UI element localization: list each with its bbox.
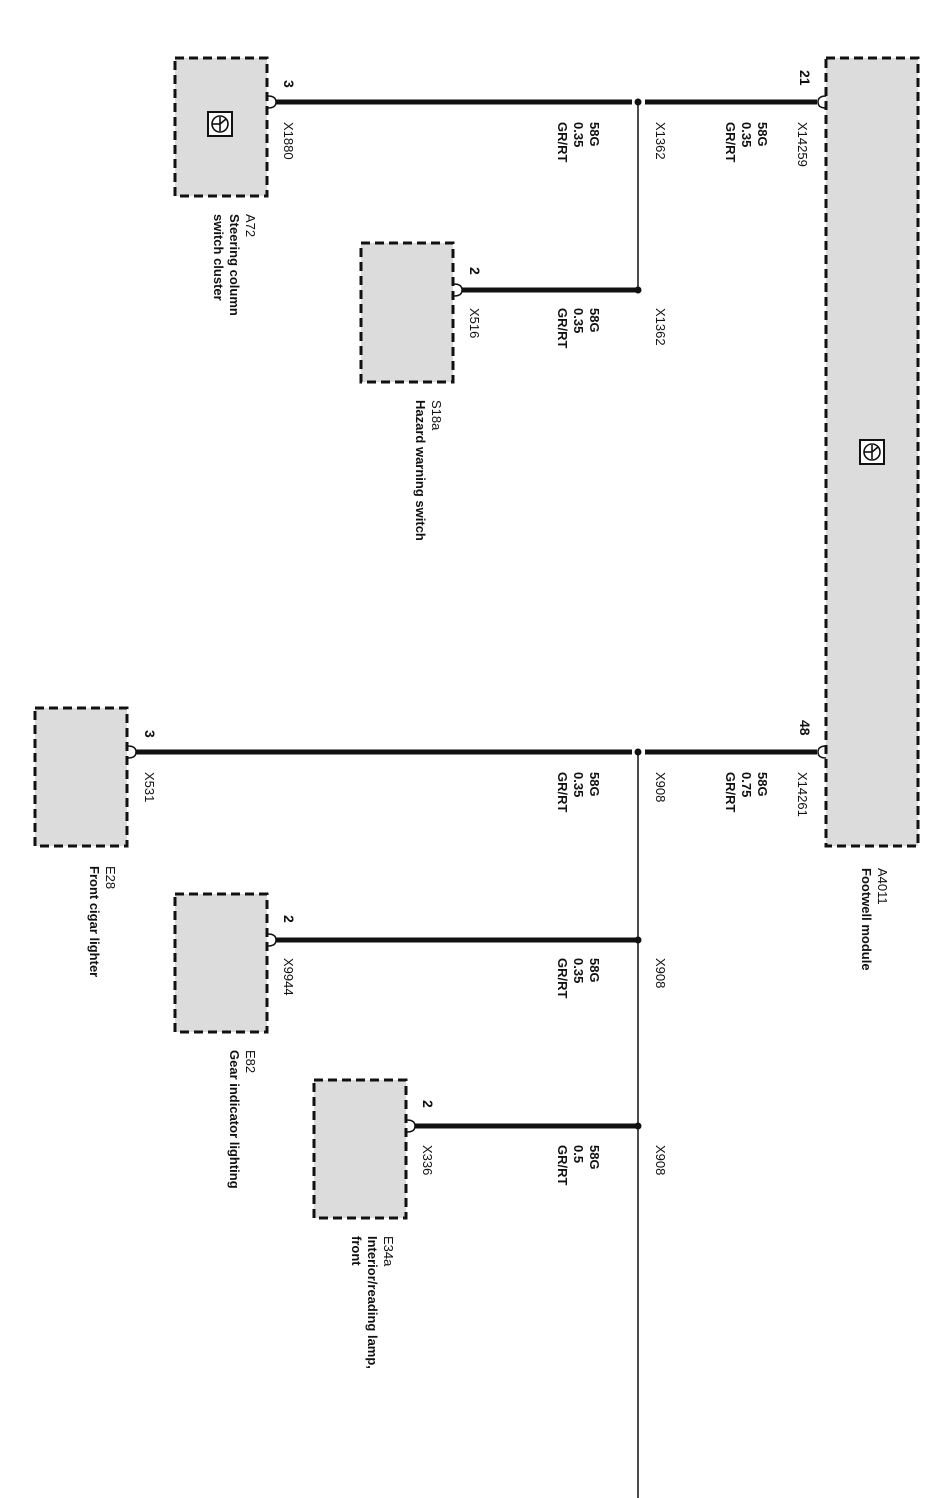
- pin-number: 2: [281, 915, 297, 923]
- wire-gauge-label: 0.35: [571, 308, 586, 333]
- wire-gauge-label: 0.35: [571, 772, 586, 797]
- wire-color-label: GR/RT: [723, 122, 738, 163]
- hazard-warning-switch-box[interactable]: [359, 241, 455, 384]
- connector-label: X1880: [281, 122, 296, 160]
- splice-point-x908-mid: [634, 936, 642, 944]
- connector-pin-hook: [817, 745, 827, 759]
- component-name: Hazard warning switch: [413, 400, 428, 541]
- wire-color-label: GR/RT: [555, 1145, 570, 1186]
- electronic-control-unit-icon: [207, 111, 233, 137]
- connector-pin-hook: [406, 1119, 416, 1133]
- wire-gauge-label: 0.35: [739, 122, 754, 147]
- wire-signal-label: 58G: [587, 772, 602, 797]
- wire-signal-label: 58G: [587, 1145, 602, 1170]
- connector-label: X336: [420, 1145, 435, 1175]
- splice-label: X908: [653, 772, 668, 802]
- connector-label: X14259: [795, 122, 810, 167]
- wire-color-label: GR/RT: [555, 958, 570, 999]
- wire-signal-label: 58G: [755, 772, 770, 797]
- pin-number: 2: [420, 1100, 436, 1108]
- connector-label: X14261: [795, 772, 810, 817]
- pin-number: 48: [797, 720, 813, 736]
- wire-color-label: GR/RT: [555, 772, 570, 813]
- wire-gauge-label: 0.35: [571, 122, 586, 147]
- component-name: Front cigar lighter: [87, 866, 102, 977]
- component-name: switch cluster: [211, 214, 226, 301]
- component-name: Interior/reading lamp,: [365, 1236, 380, 1369]
- pin-number: 3: [142, 730, 158, 738]
- component-id: E82: [243, 1050, 258, 1073]
- splice-point-x908-top: [634, 748, 642, 756]
- component-id: A4011: [875, 868, 890, 905]
- wire-signal-label: 58G: [755, 122, 770, 147]
- splice-label: X1362: [653, 308, 668, 346]
- wire-signal-label: 58G: [587, 122, 602, 147]
- connector-pin-hook: [267, 95, 277, 109]
- splice-point-x1362-lower: [634, 286, 642, 294]
- wire-color-label: GR/RT: [555, 308, 570, 349]
- connector-pin-hook: [453, 283, 463, 297]
- pin-number: 2: [467, 267, 483, 275]
- wire-signal-label: 58G: [587, 958, 602, 983]
- component-name: Steering column: [227, 214, 242, 316]
- wire-gauge-label: 0.35: [571, 958, 586, 983]
- interior-reading-lamp-box[interactable]: [312, 1078, 408, 1220]
- pin-number: 21: [797, 70, 813, 86]
- wire-signal-label: 58G: [587, 308, 602, 333]
- wire-gauge-label: 0.5: [571, 1145, 586, 1163]
- wire-color-label: GR/RT: [723, 772, 738, 813]
- connector-label: X516: [467, 308, 482, 338]
- splice-point-x1362-top: [634, 98, 642, 106]
- connector-pin-hook: [817, 95, 827, 109]
- wire-color-label: GR/RT: [555, 122, 570, 163]
- component-id: A72: [243, 214, 258, 237]
- front-cigar-lighter-box[interactable]: [33, 706, 129, 848]
- connector-pin-hook: [267, 933, 277, 947]
- connector-label: X9944: [281, 958, 296, 996]
- connector-pin-hook: [127, 745, 137, 759]
- pin-number: 3: [281, 80, 297, 88]
- gear-indicator-lighting-box[interactable]: [173, 892, 269, 1034]
- component-id: E34a: [381, 1236, 396, 1267]
- electronic-control-unit-icon: [859, 439, 885, 465]
- splice-point-x908-low: [634, 1122, 642, 1130]
- component-name: front: [349, 1236, 364, 1266]
- splice-label: X1362: [653, 122, 668, 160]
- component-id: S18a: [429, 400, 444, 431]
- connector-label: X531: [142, 772, 157, 802]
- component-id: E28: [103, 866, 118, 889]
- splice-label: X908: [653, 1145, 668, 1175]
- component-name: Footwell module: [859, 868, 874, 971]
- wire-gauge-label: 0.75: [739, 772, 754, 797]
- component-name: Gear indicator lighting: [227, 1050, 242, 1189]
- splice-label: X908: [653, 958, 668, 988]
